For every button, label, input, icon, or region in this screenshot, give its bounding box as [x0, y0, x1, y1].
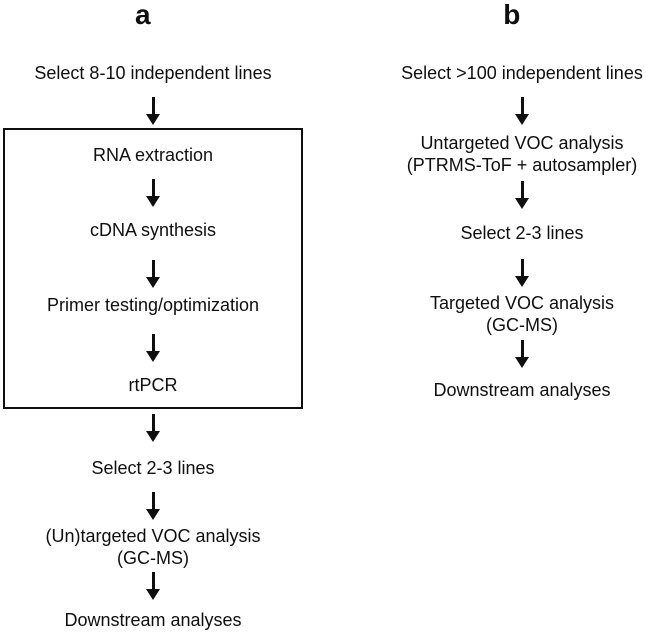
flow-node-line: (PTRMS-ToF + autosampler): [406, 155, 638, 175]
arrow-stem: [520, 259, 524, 276]
arrow-head: [146, 277, 160, 288]
arrow-head: [515, 114, 529, 125]
down-arrow-icon: [146, 334, 160, 362]
arrow-stem: [151, 260, 155, 277]
down-arrow-icon: [146, 572, 160, 600]
flow-node-select-initial-lines-a: Select 8-10 independent lines: [34, 63, 272, 83]
down-arrow-icon: [146, 492, 160, 520]
panel-a: a Select 8-10 independent lines RNA extr…: [3, 0, 303, 630]
flow-node-rtpcr: rtPCR: [128, 375, 178, 395]
arrow-head: [146, 114, 160, 125]
flow-node-downstream-a: Downstream analyses: [64, 610, 242, 630]
down-arrow-icon: [146, 414, 160, 442]
arrow-stem: [520, 97, 524, 114]
flow-node-line: (GC-MS): [117, 548, 189, 568]
flow-node-untargeted-voc: Untargeted VOC analysis (PTRMS-ToF + aut…: [407, 132, 638, 176]
down-arrow-icon: [515, 340, 529, 368]
molecular-screening-box: RNA extraction cDNA synthesis Primer tes…: [3, 128, 303, 409]
down-arrow-icon: [146, 97, 160, 125]
down-arrow-icon: [146, 260, 160, 288]
arrow-head: [515, 276, 529, 287]
arrow-stem: [520, 181, 524, 198]
flow-node-select-subset-b: Select 2-3 lines: [460, 223, 584, 243]
arrow-head: [146, 509, 160, 520]
panel-a-label: a: [134, 0, 152, 30]
flow-node-line: Untargeted VOC analysis: [420, 133, 624, 153]
down-arrow-icon: [515, 181, 529, 209]
down-arrow-icon: [146, 179, 160, 207]
down-arrow-icon: [515, 97, 529, 125]
arrow-stem: [151, 179, 155, 196]
panel-b: b Select >100 independent lines Untarget…: [392, 0, 646, 400]
flow-node-select-subset-a: Select 2-3 lines: [91, 458, 215, 478]
arrow-head: [146, 351, 160, 362]
arrow-head: [515, 357, 529, 368]
arrow-stem: [151, 414, 155, 431]
arrow-stem: [151, 97, 155, 114]
arrow-head: [146, 589, 160, 600]
flow-node-primer-testing: Primer testing/optimization: [46, 295, 260, 315]
arrow-stem: [520, 340, 524, 357]
panel-b-label: b: [503, 0, 521, 30]
flow-node-rna-extraction: RNA extraction: [92, 145, 214, 165]
flow-node-voc-analysis-a: (Un)targeted VOC analysis (GC-MS): [45, 525, 260, 569]
flow-node-select-initial-lines-b: Select >100 independent lines: [401, 63, 643, 83]
arrow-head: [146, 431, 160, 442]
flow-node-cdna-synthesis: cDNA synthesis: [89, 220, 217, 240]
flow-node-line: (GC-MS): [486, 315, 558, 335]
arrow-head: [146, 196, 160, 207]
flow-node-line: Targeted VOC analysis: [429, 293, 615, 313]
arrow-stem: [151, 572, 155, 589]
down-arrow-icon: [515, 259, 529, 287]
arrow-head: [515, 198, 529, 209]
flow-node-downstream-b: Downstream analyses: [433, 380, 611, 400]
flow-node-targeted-voc: Targeted VOC analysis (GC-MS): [430, 292, 614, 336]
arrow-stem: [151, 492, 155, 509]
arrow-stem: [151, 334, 155, 351]
flow-node-line: (Un)targeted VOC analysis: [45, 526, 261, 546]
